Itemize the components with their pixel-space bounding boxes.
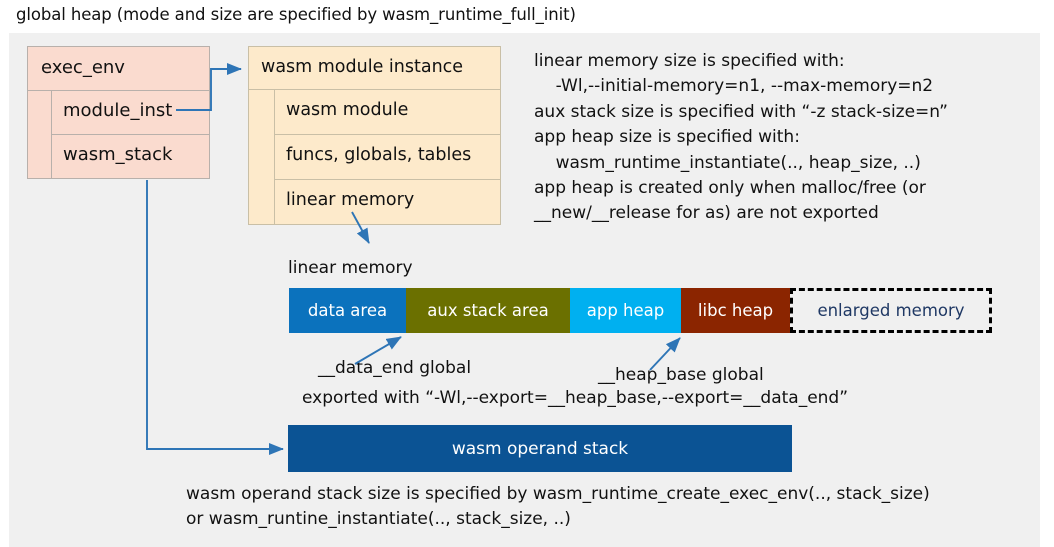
annotation-data-end: __data_end global	[318, 358, 472, 378]
wasm-module-instance-header: wasm module instance	[248, 46, 501, 90]
memory-segment-label: app heap	[586, 301, 665, 320]
page-title: global heap (mode and size are specified…	[16, 5, 576, 24]
annotation-heap-base: __heap_base global	[598, 365, 764, 385]
memory-segment-enlarged-memory: enlarged memory	[790, 288, 992, 333]
exec-env-row-module-inst-label: module_inst	[63, 100, 173, 121]
memory-segment-label: data area	[307, 301, 388, 320]
memory-segment-data-area: data area	[289, 288, 406, 333]
annotation-exported-symbols: exported with “-Wl,--export=__heap_base,…	[302, 388, 849, 408]
memory-segment-libc-heap: libc heap	[681, 288, 790, 333]
wasm-operand-stack-label: wasm operand stack	[451, 438, 629, 459]
memory-segment-app-heap: app heap	[570, 288, 681, 333]
wasm-module-instance-gutter	[248, 90, 275, 225]
operand-stack-note: wasm operand stack size is specified by …	[186, 484, 930, 530]
memory-segment-aux-stack-area: aux stack area	[406, 288, 570, 333]
wasm-module-instance-box: wasm module instance wasm module funcs, …	[248, 46, 501, 225]
wasm-operand-stack-box: wasm operand stack	[288, 425, 792, 472]
wasm-module-instance-header-label: wasm module instance	[261, 57, 464, 77]
exec-env-box: exec_env module_inst wasm_stack	[27, 46, 210, 179]
module-instance-row-linear-memory-label: linear memory	[286, 190, 415, 210]
linear-memory-caption: linear memory	[288, 258, 413, 278]
memory-segment-label: libc heap	[697, 301, 774, 320]
wasm-module-instance-body	[248, 90, 501, 225]
exec-env-row-module-inst: module_inst	[52, 91, 210, 135]
exec-env-row-wasm-stack: wasm_stack	[52, 135, 210, 179]
exec-env-row-wasm-stack-label: wasm_stack	[63, 144, 173, 165]
module-instance-row-funcs-globals-tables: funcs, globals, tables	[275, 135, 501, 180]
memory-segment-label: enlarged memory	[817, 301, 965, 320]
module-instance-row-linear-memory: linear memory	[275, 180, 501, 225]
linear-memory-bar: data area aux stack area app heap libc heap…	[289, 288, 992, 333]
exec-env-gutter	[27, 91, 52, 179]
module-instance-row-funcs-globals-tables-label: funcs, globals, tables	[286, 145, 472, 165]
module-instance-row-wasm-module-label: wasm module	[286, 100, 409, 120]
module-instance-row-wasm-module: wasm module	[275, 90, 501, 135]
memory-segment-label: aux stack area	[427, 301, 549, 320]
exec-env-header: exec_env	[27, 46, 210, 91]
configuration-notes: linear memory size is specified with: -W…	[534, 51, 948, 224]
exec-env-header-label: exec_env	[41, 57, 125, 78]
